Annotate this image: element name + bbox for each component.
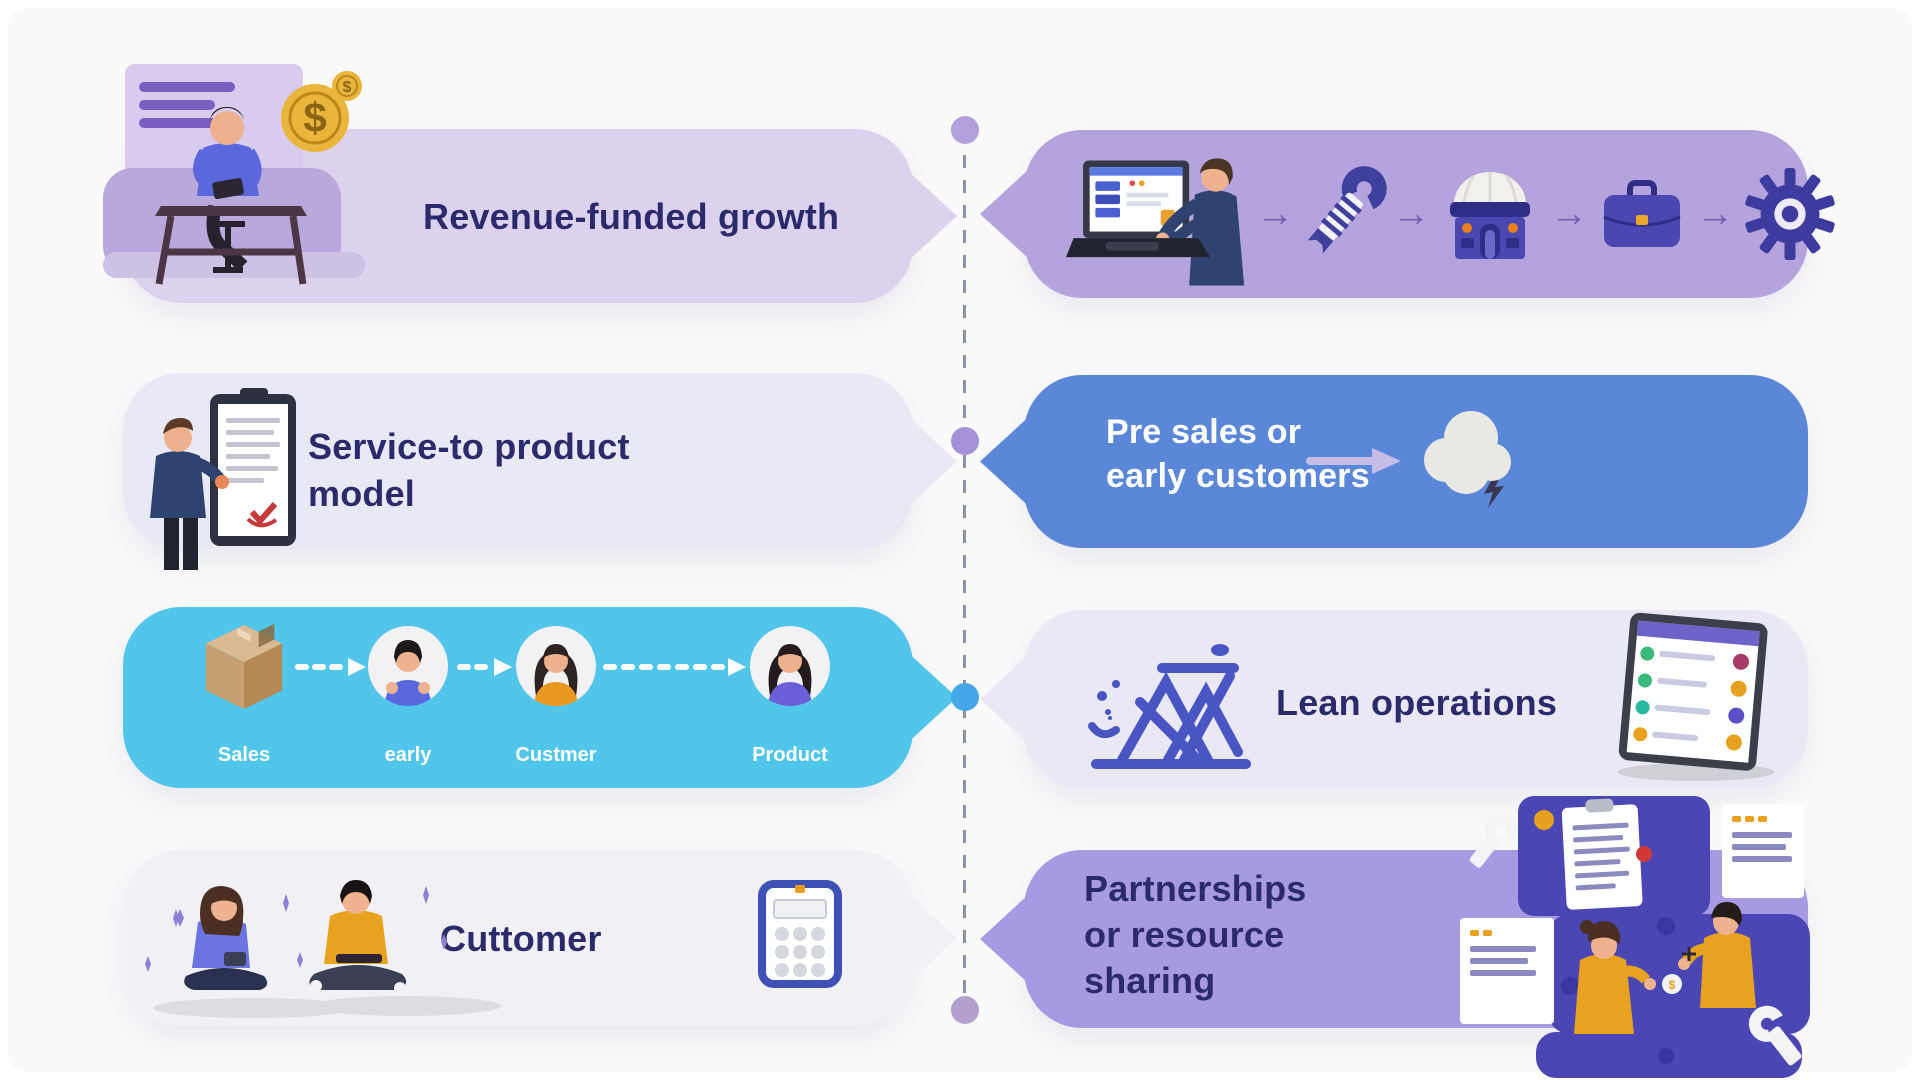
step-label-product: Product <box>752 744 828 766</box>
bubble-tail <box>909 417 957 506</box>
bubble-tail <box>980 895 1028 983</box>
calculator-icon <box>758 880 842 988</box>
bubble-tail <box>909 894 957 982</box>
step-label-early: early <box>384 744 432 766</box>
step-label-custmer: Custmer <box>515 744 597 766</box>
svg-text:$: $ <box>303 94 326 141</box>
bubble-tail <box>980 417 1028 506</box>
partnerships-title: Partnerships or resource sharing <box>1084 866 1306 1004</box>
laptop-with-person-icon <box>1066 142 1246 287</box>
service-to-product-title: Service-to product model <box>308 424 630 518</box>
revenue-funded-growth-title: Revenue-funded growth <box>423 196 840 237</box>
title-line: sharing <box>1084 960 1216 1002</box>
tablet-checklist-icon <box>1596 612 1786 784</box>
bubble-tail <box>980 655 1028 743</box>
title-line: or resource <box>1084 914 1285 956</box>
cuttomer-title: Cuttomer <box>440 918 602 959</box>
arrow-right-icon: → <box>1696 193 1734 235</box>
storefront-icon <box>1440 164 1540 264</box>
dashed-arrow-icon <box>295 654 366 680</box>
timeline-dot <box>951 996 979 1024</box>
build-flow-row: → → <box>1066 138 1836 290</box>
timeline-dot <box>951 683 979 711</box>
cloud-icon <box>1416 398 1516 512</box>
lean-operations-title: Lean operations <box>1276 682 1558 723</box>
female-customer-avatar-purple <box>750 626 830 706</box>
dashed-arrow-icon <box>603 654 746 680</box>
svg-text:$: $ <box>1669 978 1676 992</box>
dashed-arrow-icon <box>457 654 512 680</box>
arrow-right-icon: → <box>1550 193 1588 235</box>
title-line: Service-to product <box>308 426 630 467</box>
arrow-right-icon: → <box>1392 193 1430 235</box>
team-resource-sharing-illustration: $ <box>1460 796 1820 1080</box>
lean-abstract-icon <box>1080 630 1260 782</box>
bubble-tail <box>980 170 1028 258</box>
briefcase-icon <box>1598 175 1686 253</box>
infographic-canvas: Revenue-funded growth $ $ <box>8 8 1912 1078</box>
title-line: model <box>308 472 416 514</box>
female-customer-avatar-orange <box>516 626 596 706</box>
timeline-dot <box>951 116 979 144</box>
founder-at-desk-illustration: $ $ <box>103 56 383 306</box>
timeline-dashed-line <box>963 130 966 1010</box>
arrow-right-icon <box>1306 446 1401 476</box>
male-customer-avatar <box>368 626 448 706</box>
gear-icon <box>1744 168 1836 260</box>
step-label-sales: Sales <box>217 744 271 766</box>
svg-text:$: $ <box>343 79 352 96</box>
title-line: Partnerships <box>1084 868 1307 909</box>
clipboard-person-illustration <box>148 386 318 576</box>
bubble-tail <box>909 172 957 260</box>
sitting-customers-illustration <box>138 856 528 1024</box>
title-line: Pre sales or <box>1106 413 1302 451</box>
package-box-icon <box>200 620 288 715</box>
arrow-right-icon: → <box>1256 193 1294 235</box>
bubble-tail <box>909 653 957 742</box>
timeline-dot <box>951 427 979 455</box>
wrench-icon <box>1304 159 1387 269</box>
